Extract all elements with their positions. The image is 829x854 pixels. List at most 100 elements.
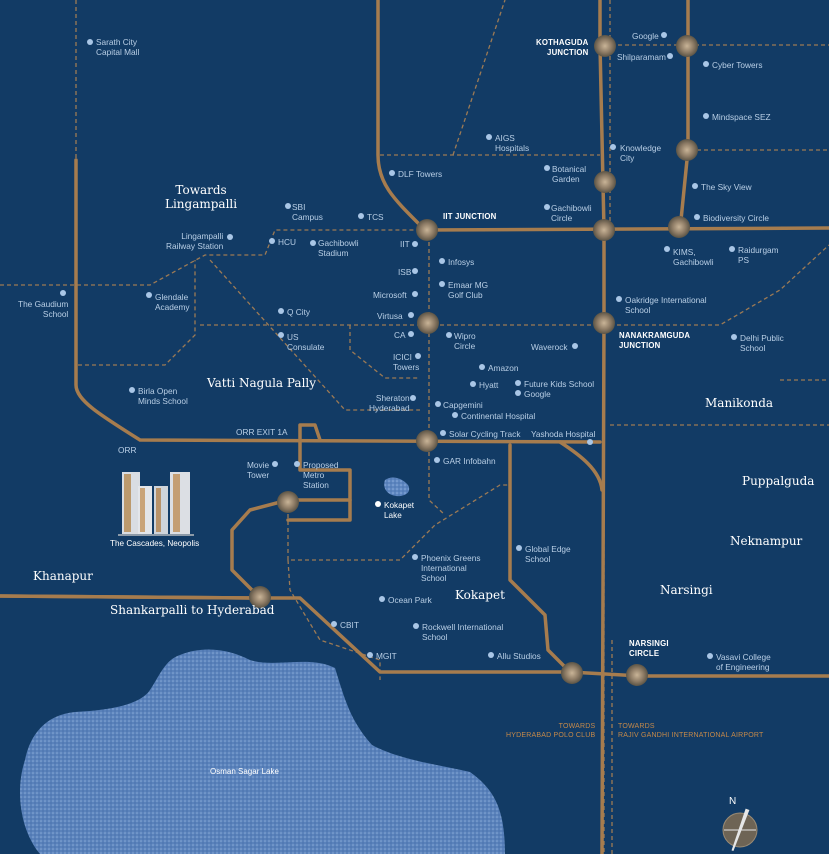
poi-global-edge: Global Edge School <box>525 544 571 564</box>
poi-lingampalli-rs: Lingampalli Railway Station <box>166 231 224 251</box>
poi-dot <box>610 144 616 150</box>
poi-glendale: Glendale Academy <box>155 292 190 312</box>
poi-dot <box>358 213 364 219</box>
poi-dot <box>694 214 700 220</box>
poi-isb: ISB <box>398 267 412 277</box>
poi-dot <box>470 381 476 387</box>
poi-dot <box>515 390 521 396</box>
poi-cbit: CBIT <box>340 620 359 630</box>
poi-dot <box>278 332 284 338</box>
poi-dot <box>146 292 152 298</box>
poi-phoenix: Phoenix Greens International School <box>421 553 481 583</box>
poi-dot <box>515 380 521 386</box>
area-narsingi: Narsingi <box>660 583 713 597</box>
area-puppalguda: Puppalguda <box>742 474 815 488</box>
poi-dot <box>60 290 66 296</box>
area-manikonda: Manikonda <box>705 396 774 410</box>
poi-dot <box>516 545 522 551</box>
poi-dot <box>379 596 385 602</box>
poi-dot <box>544 165 550 171</box>
poi-cyber-towers: Cyber Towers <box>712 60 763 70</box>
poi-dot <box>486 134 492 140</box>
poi-ocean-park: Ocean Park <box>388 595 432 605</box>
poi-dot <box>227 234 233 240</box>
poi-future-kids: Future Kids School <box>524 379 595 389</box>
poi-dot <box>129 387 135 393</box>
poi-dot <box>434 457 440 463</box>
poi-us-consulate: US Consulate <box>287 332 325 352</box>
poi-infosys: Infosys <box>448 257 475 267</box>
poi-raidurgam: Raidurgam PS <box>738 245 779 265</box>
poi-dot <box>412 291 418 297</box>
poi-dot <box>440 430 446 436</box>
poi-dot <box>439 281 445 287</box>
poi-dot <box>703 61 709 67</box>
poi-continental: Continental Hospital <box>461 411 536 421</box>
junction-markers <box>249 35 698 686</box>
poi-dot <box>415 353 421 359</box>
poi-dot <box>479 364 485 370</box>
poi-dot <box>452 412 458 418</box>
toward-polo-club: TOWARDS HYDERABAD POLO CLUB <box>506 723 596 739</box>
poi-dot <box>272 461 278 467</box>
poi-dot <box>488 652 494 658</box>
poi-tcs: TCS <box>367 212 384 222</box>
poi-sky-view: The Sky View <box>701 182 752 192</box>
poi-sarath-city: Sarath City Capital Mall <box>96 37 140 57</box>
poi-aigs: AIGS Hospitals <box>495 133 530 153</box>
poi-dot <box>692 183 698 189</box>
poi-waverock: Waverock <box>531 342 568 352</box>
poi-dot <box>667 53 673 59</box>
poi-dot <box>616 296 622 302</box>
poi-birla: Birla Open Minds School <box>138 386 188 406</box>
poi-dot <box>439 258 445 264</box>
poi-dot <box>310 240 316 246</box>
poi-dot <box>572 343 578 349</box>
kokapet-lake-shape <box>384 477 410 497</box>
area-neknampur: Neknampur <box>730 534 803 548</box>
area-shankarpalli: Shankarpalli to Hyderabad <box>110 603 275 617</box>
poi-allu: Allu Studios <box>497 651 541 661</box>
poi-mgit: MGIT <box>376 651 397 661</box>
poi-wipro: Wipro Circle <box>454 331 476 351</box>
poi-kokapet-lake: Kokapet Lake <box>384 501 415 520</box>
poi-google-mid: Google <box>524 389 551 399</box>
poi-dot <box>410 395 416 401</box>
poi-dot <box>408 312 414 318</box>
poi-dot <box>446 332 452 338</box>
poi-ca: CA <box>394 330 406 340</box>
poi-oakridge: Oakridge International School <box>625 295 707 315</box>
poi-dot <box>412 268 418 274</box>
poi-dot <box>412 241 418 247</box>
poi-dot <box>544 204 550 210</box>
poi-vasavi: Vasavi College of Engineering <box>716 652 771 672</box>
poi-mindspace: Mindspace SEZ <box>712 112 771 122</box>
area-kokapet: Kokapet <box>455 588 505 602</box>
poi-gar: GAR Infobahn <box>443 456 496 466</box>
junction-kothaguda: KOTHAGUDA JUNCTION <box>536 38 589 57</box>
poi-rockwell: Rockwell International School <box>422 622 504 642</box>
poi-dot <box>294 461 300 467</box>
road-label-orr: ORR <box>118 445 137 455</box>
junction-narsingi-circle: NARSINGI CIRCLE <box>629 639 669 658</box>
area-towards-lingampalli: Towards Lingampalli <box>165 183 238 211</box>
osman-sagar-lake-shape <box>20 649 505 854</box>
poi-delhi-public: Delhi Public School <box>740 333 784 353</box>
poi-movie-tower: Movie Tower <box>247 460 270 480</box>
poi-dot <box>661 32 667 38</box>
poi-dot <box>435 401 441 407</box>
poi-google-top: Google <box>632 31 659 41</box>
junction-nanakramguda: NANAKRAMGUDA JUNCTION <box>619 331 691 350</box>
poi-dlf: DLF Towers <box>398 169 443 179</box>
poi-dot <box>707 653 713 659</box>
poi-microsoft: Microsoft <box>373 290 407 300</box>
poi-solar: Solar Cycling Track <box>449 429 521 439</box>
poi-botanical: Botanical Garden <box>552 164 587 184</box>
poi-hyatt: Hyatt <box>479 380 499 390</box>
poi-dot <box>367 652 373 658</box>
poi-dot <box>285 203 291 209</box>
poi-hcu: HCU <box>278 237 296 247</box>
poi-dot <box>331 621 337 627</box>
